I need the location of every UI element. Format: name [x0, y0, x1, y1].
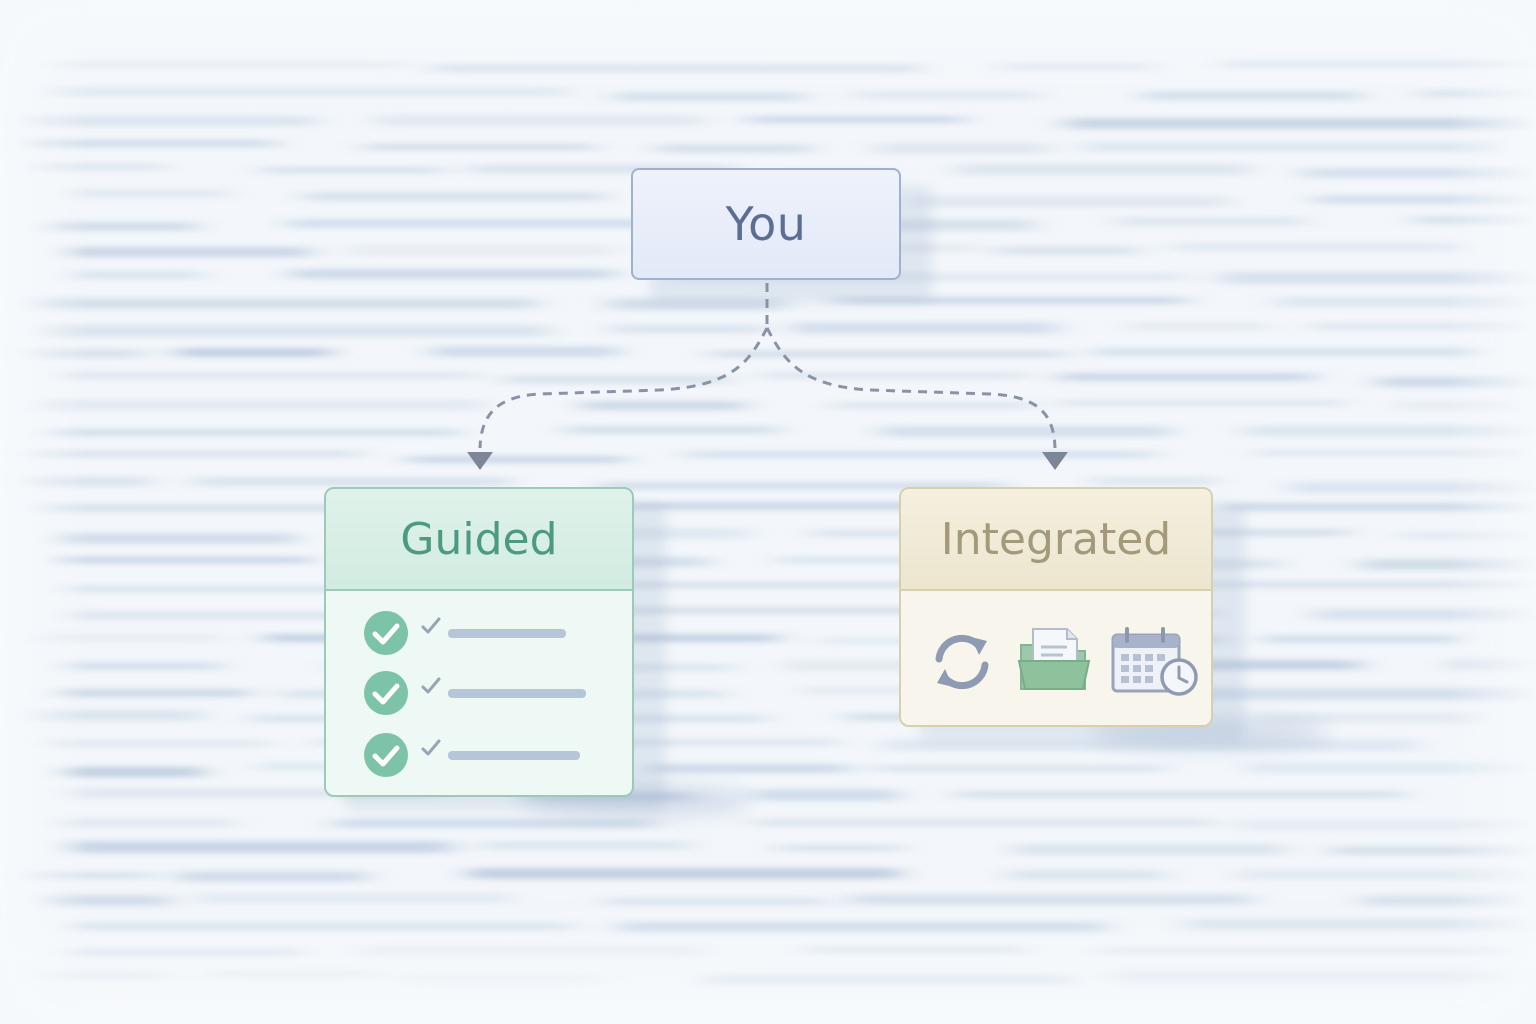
- checklist-line: [448, 689, 586, 698]
- root-node-you: You: [631, 168, 901, 280]
- integrated-card: Integrated: [899, 487, 1213, 727]
- checklist-line: [448, 629, 566, 638]
- guided-card-label: Guided: [400, 513, 558, 565]
- document-folder-icon: [1017, 628, 1091, 690]
- guided-card-header: Guided: [326, 489, 632, 591]
- arrowhead-integrated: [1042, 452, 1068, 470]
- small-tick-icon: [421, 739, 441, 756]
- checklist-line: [448, 751, 580, 760]
- sync-icon: [935, 634, 989, 690]
- checklist-item: [326, 669, 632, 717]
- small-tick-icon: [421, 617, 441, 634]
- guided-card: Guided: [324, 487, 634, 797]
- calendar-clock-icon: [1111, 627, 1198, 696]
- integrated-card-header: Integrated: [901, 489, 1211, 591]
- checklist-item: [326, 731, 632, 779]
- connector-to-guided: [478, 327, 769, 449]
- check-circle-icon: [364, 671, 408, 715]
- checklist-item: [326, 609, 632, 657]
- arrowhead-guided: [467, 452, 493, 470]
- check-circle-icon: [364, 611, 408, 655]
- check-circle-icon: [364, 733, 408, 777]
- connector-to-integrated: [765, 327, 1057, 449]
- integrated-icon-row: [901, 591, 1211, 725]
- small-tick-icon: [421, 677, 441, 694]
- root-node-label: You: [725, 197, 807, 251]
- integrated-card-label: Integrated: [940, 513, 1172, 565]
